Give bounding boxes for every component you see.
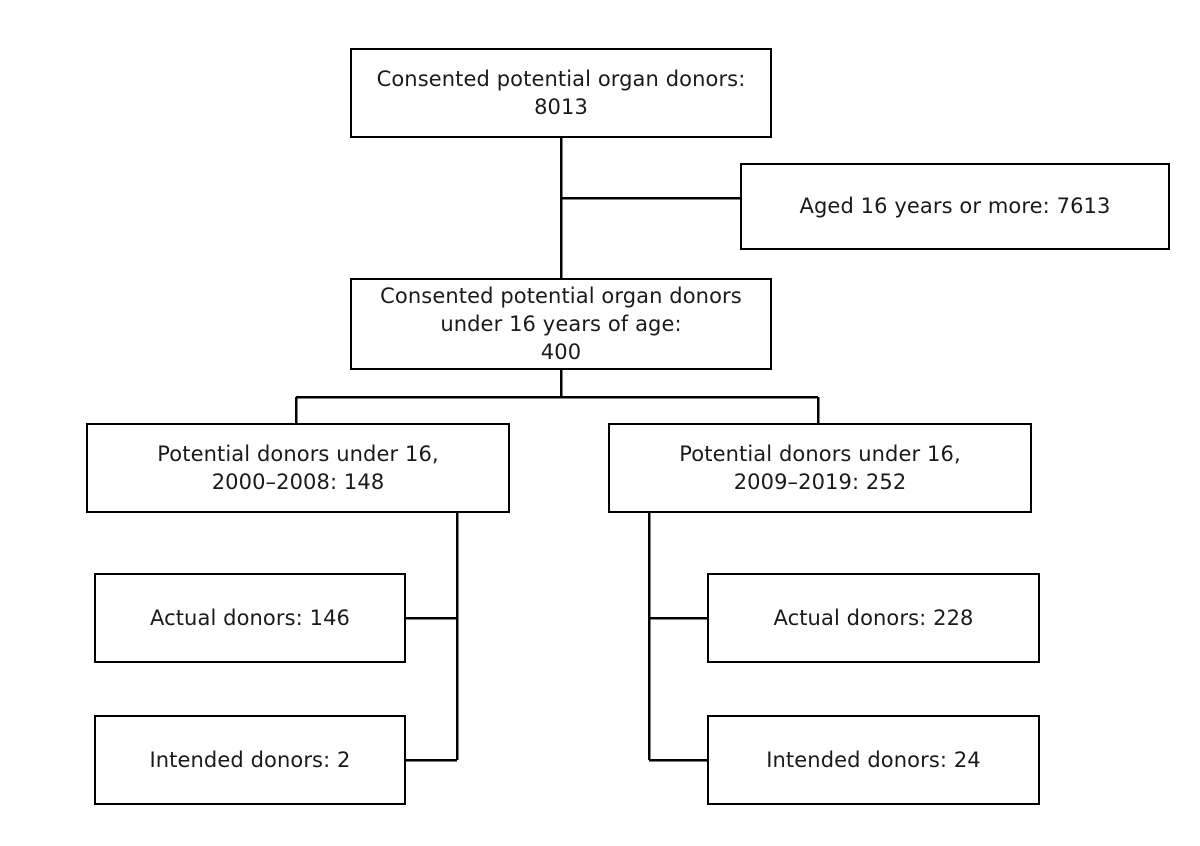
potential-donors-2009-2019-box: Potential donors under 16, 2009–2019: 25… [608, 423, 1032, 513]
aged-16-or-more-box: Aged 16 years or more: 7613 [740, 163, 1170, 250]
potential-donors-2000-2008-box: Potential donors under 16, 2000–2008: 14… [86, 423, 510, 513]
actual-donors-2009-2019-box: Actual donors: 228 [707, 573, 1040, 663]
intended-donors-2000-2008-box: Intended donors: 2 [94, 715, 406, 805]
actual-donors-2000-2008-box: Actual donors: 146 [94, 573, 406, 663]
consented-total-box: Consented potential organ donors: 8013 [350, 48, 772, 138]
consented-under-16-box: Consented potential organ donors under 1… [350, 278, 772, 370]
intended-donors-2009-2019-box: Intended donors: 24 [707, 715, 1040, 805]
